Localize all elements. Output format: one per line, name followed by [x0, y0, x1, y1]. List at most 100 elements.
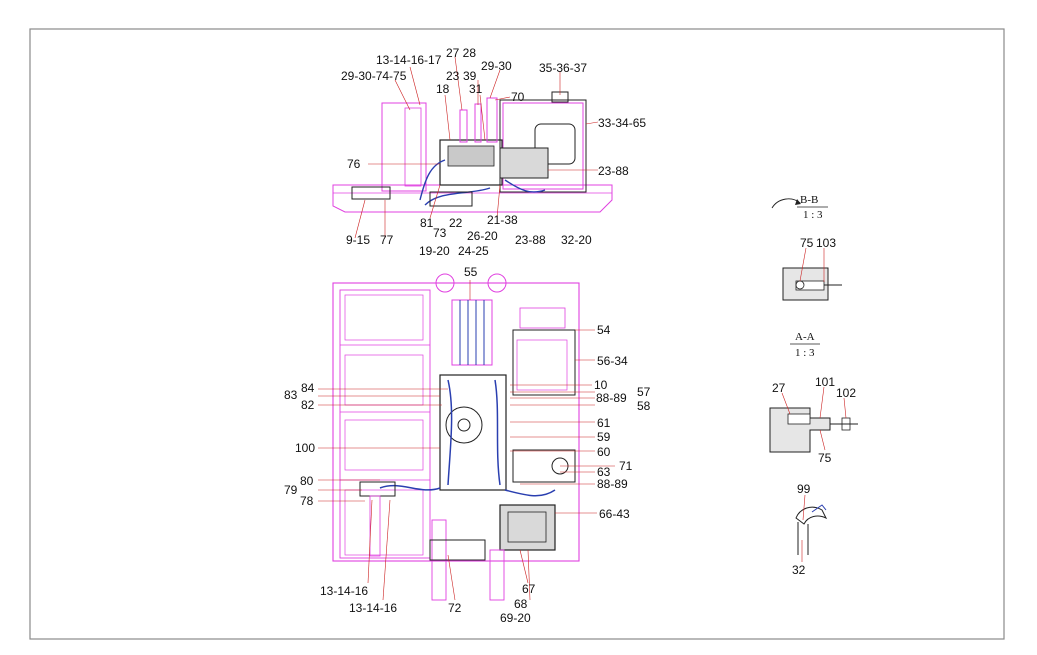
plan-leader-lines: [318, 280, 615, 601]
label-80: 80: [300, 474, 314, 488]
label-88-89-b: 88-89: [597, 477, 628, 491]
section-aa-bore: [787, 413, 811, 425]
plan-gauge-right: [487, 273, 507, 293]
label-39: 39: [463, 69, 477, 83]
section-aa-leader-102: [843, 397, 847, 419]
section-aa: A-A 1 : 3 27 101 102 75: [769, 331, 858, 465]
label-24-25: 24-25: [458, 244, 489, 258]
plan-hose-2: [494, 379, 501, 486]
label-79: 79: [284, 483, 298, 497]
side-upright-pipe-3: [486, 97, 498, 143]
label-83: 83: [284, 388, 298, 402]
hose-detail-label-99: 99: [797, 482, 811, 496]
label-73: 73: [433, 226, 447, 240]
plan-valve-stack: [451, 299, 493, 366]
plan-left-fitting: [359, 481, 396, 497]
label-26-20: 26-20: [467, 229, 498, 243]
side-left-foot: [351, 186, 391, 200]
label-77: 77: [380, 233, 394, 247]
label-10: 10: [594, 378, 608, 392]
side-tank-window: [534, 123, 576, 165]
label-59: 59: [597, 430, 611, 444]
plan-gauge-left: [435, 273, 455, 293]
section-aa-label-101: 101: [815, 375, 835, 389]
label-81: 81: [420, 216, 434, 230]
side-hose-1: [419, 159, 446, 201]
label-23-88-bottom: 23-88: [515, 233, 546, 247]
side-left-tower-inner: [404, 107, 422, 187]
side-leader-lines: [354, 56, 599, 239]
label-32-20: 32-20: [561, 233, 592, 247]
hose-detail-label-32: 32: [792, 563, 806, 577]
label-54: 54: [597, 323, 611, 337]
label-88-89-a: 88-89: [596, 391, 627, 405]
plan-left-box-3: [344, 419, 424, 471]
side-left-tower: [381, 102, 427, 192]
side-base-frame: [332, 184, 613, 213]
plan-left-box-1: [344, 294, 424, 341]
plan-right-tank: [512, 329, 576, 396]
section-bb-leader-75: [799, 247, 807, 282]
section-bb-arrow-head: [795, 199, 801, 205]
label-13-14-16-a: 13-14-16: [320, 584, 368, 598]
section-aa-scale: 1 : 3: [795, 347, 815, 359]
section-aa-body: [769, 407, 831, 453]
side-upright-pipe-1: [459, 109, 468, 143]
label-72: 72: [448, 601, 462, 615]
label-23-88-right: 23-88: [598, 164, 629, 178]
side-valve-block: [499, 147, 549, 179]
label-23: 23: [446, 69, 460, 83]
side-pump-inner: [447, 145, 495, 167]
section-bb-label-75: 75: [800, 236, 814, 250]
label-78: 78: [300, 494, 314, 508]
label-29-30-74-75: 29-30-74-75: [341, 69, 407, 83]
label-27-28: 27 28: [446, 46, 476, 60]
plan-pump-block: [439, 374, 507, 491]
hose-detail-curve: [811, 504, 827, 513]
label-33-34-65: 33-34-65: [598, 116, 646, 130]
plan-pump-wheel: [445, 406, 483, 444]
label-71: 71: [619, 459, 633, 473]
label-58: 58: [637, 399, 651, 413]
section-aa-title: A-A: [795, 331, 815, 343]
section-bb-scale: 1 : 3: [803, 209, 823, 221]
plan-motor-inner: [507, 511, 547, 543]
label-100: 100: [295, 441, 315, 455]
plan-pump-hub: [457, 418, 471, 432]
label-18: 18: [436, 82, 450, 96]
section-bb-label-103: 103: [816, 236, 836, 250]
label-29-30: 29-30: [481, 59, 512, 73]
label-13-14-16-b: 13-14-16: [349, 601, 397, 615]
plan-bottom-leg-right: [489, 549, 505, 601]
plan-hose-4: [504, 489, 556, 497]
section-aa-label-27: 27: [772, 381, 786, 395]
sheet-border: [29, 28, 1005, 640]
label-70: 70: [511, 90, 525, 104]
label-22: 22: [449, 216, 463, 230]
label-21-38: 21-38: [487, 213, 518, 227]
label-67: 67: [522, 582, 536, 596]
label-35-36-37: 35-36-37: [539, 61, 587, 75]
section-aa-label-102: 102: [836, 386, 856, 400]
label-57: 57: [637, 385, 651, 399]
label-66-43: 66-43: [599, 507, 630, 521]
section-aa-leader-101: [819, 386, 825, 419]
label-55: 55: [464, 265, 478, 279]
label-13-14-16-17: 13-14-16-17: [376, 53, 442, 67]
side-tank-outline: [499, 99, 587, 193]
plan-left-box-2: [344, 354, 424, 406]
label-63: 63: [597, 465, 611, 479]
plan-hose-1: [447, 379, 453, 486]
plan-right-tank-inner: [516, 339, 568, 391]
side-upright-pipe-2: [474, 103, 482, 143]
plan-hose-3: [379, 484, 441, 491]
label-82: 82: [301, 398, 315, 412]
label-56-34: 56-34: [597, 354, 628, 368]
label-60: 60: [597, 445, 611, 459]
label-84: 84: [301, 381, 315, 395]
section-aa-leader-27: [781, 392, 791, 415]
plan-left-frame: [339, 289, 431, 559]
label-76: 76: [347, 157, 361, 171]
plan-top-right-block: [519, 307, 566, 329]
